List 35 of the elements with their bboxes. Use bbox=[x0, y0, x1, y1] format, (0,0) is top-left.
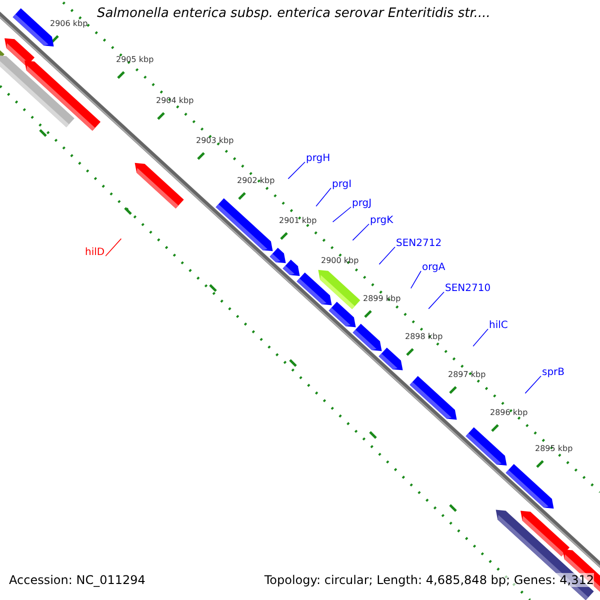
scale-label: 2897 kbp bbox=[448, 370, 486, 379]
gene-label: SEN2710 bbox=[445, 283, 491, 294]
leader-line bbox=[410, 270, 422, 289]
leader-line bbox=[472, 328, 488, 347]
scale-label: 2903 kbp bbox=[196, 136, 234, 145]
leader-line bbox=[378, 246, 396, 265]
scale-label: 2898 kbp bbox=[405, 332, 443, 341]
scale-label: 2900 kbp bbox=[321, 256, 359, 265]
footer-text: Accession: NC_011294 bbox=[9, 573, 146, 587]
leader-line bbox=[316, 188, 332, 207]
scale-label: 2895 kbp bbox=[535, 444, 573, 453]
scale-label: 2899 kbp bbox=[363, 294, 401, 303]
gene-label: prgK bbox=[370, 215, 394, 226]
gene-label: orgA bbox=[422, 262, 446, 273]
footer-text: Topology: circular; Length: 4,685,848 bp; Genes: 4,312 bbox=[264, 573, 594, 587]
scale-label: 2905 kbp bbox=[116, 55, 154, 64]
leader-line bbox=[288, 162, 306, 180]
leader-line bbox=[352, 224, 370, 241]
scale-label: 2901 kbp bbox=[279, 216, 317, 225]
leader-line bbox=[105, 238, 122, 256]
leader-line bbox=[524, 376, 542, 394]
gene-label: prgH bbox=[306, 153, 330, 164]
gene-label: sprB bbox=[542, 367, 565, 378]
title: Salmonella enterica subsp. enterica serovar Enteritidis str.... bbox=[97, 6, 490, 21]
leader-line bbox=[428, 292, 444, 310]
scale-label: 2906 kbp bbox=[50, 19, 88, 28]
gene-label: hilC bbox=[489, 320, 508, 331]
gene-label: hilD bbox=[85, 247, 105, 258]
scale-label: 2902 kbp bbox=[237, 176, 275, 185]
gene-label: prgJ bbox=[352, 198, 372, 209]
scale-label: 2896 kbp bbox=[490, 408, 528, 417]
gene-label: SEN2712 bbox=[396, 238, 442, 249]
scale-label: 2904 kbp bbox=[156, 96, 194, 105]
gene-label: prgI bbox=[332, 179, 352, 190]
leader-line bbox=[332, 206, 352, 222]
